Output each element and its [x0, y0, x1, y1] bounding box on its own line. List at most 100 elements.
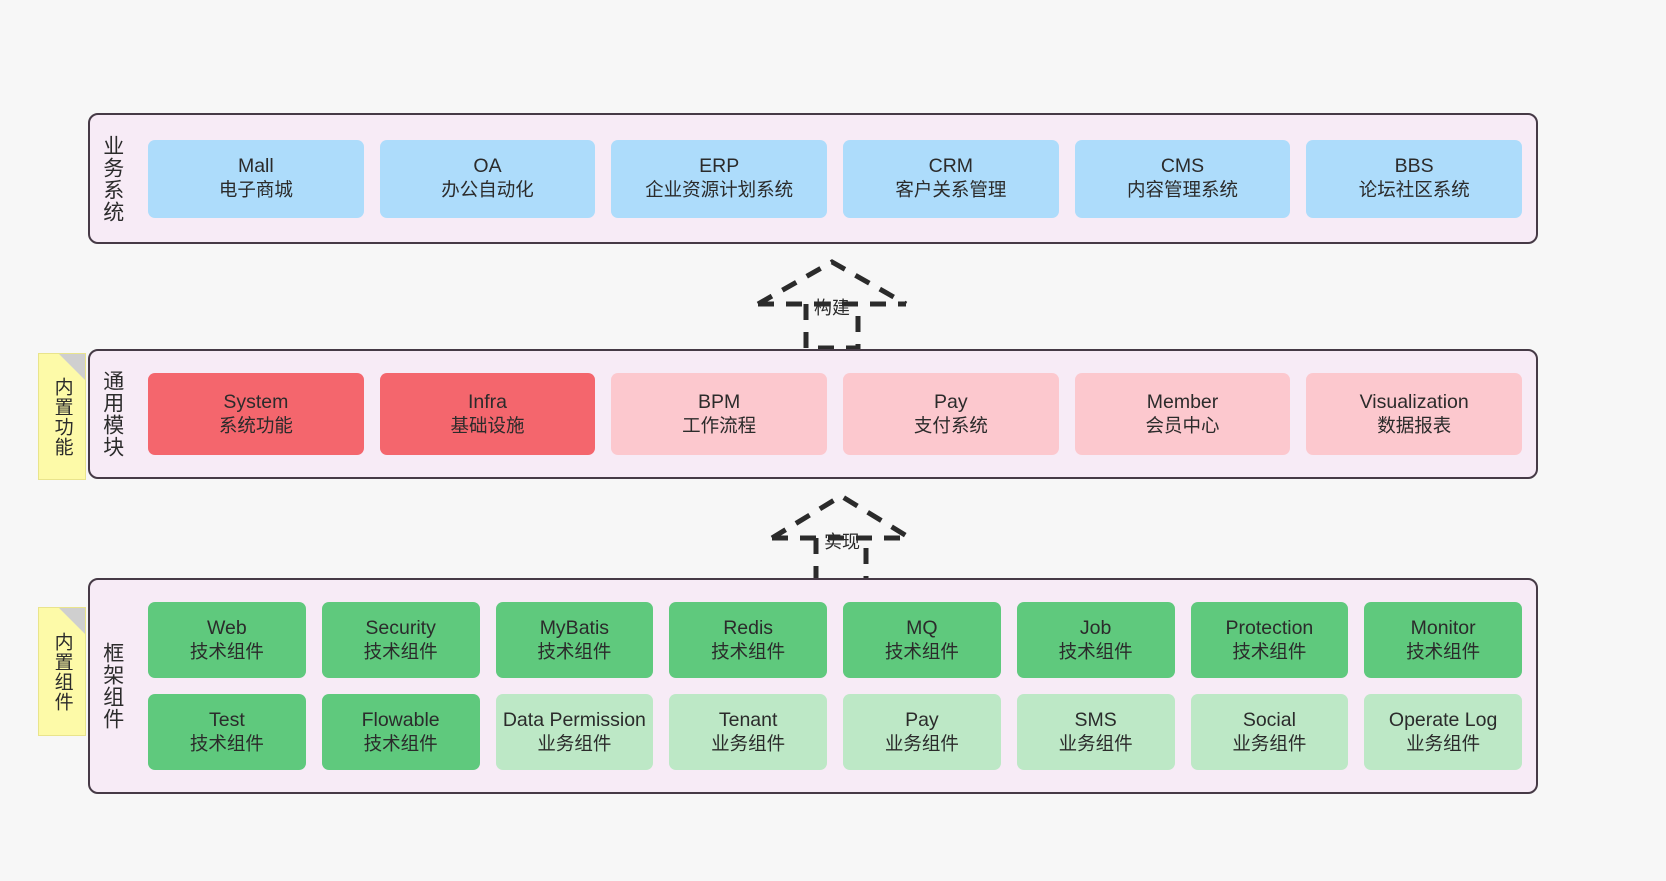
- business-item-bbs[interactable]: BBS 论坛社区系统: [1306, 139, 1523, 218]
- framework-item-monitor[interactable]: Monitor 技术组件: [1364, 602, 1522, 678]
- connector-build-label: 构建: [814, 298, 850, 318]
- framework-tech-row: Web 技术组件 Security 技术组件 MyBatis 技术组件 Redi…: [148, 602, 1522, 678]
- layer-business-systems[interactable]: 业务系统 Mall 电子商城 OA 办公自动化 ERP 企业资源计划系统 CRM…: [88, 113, 1538, 244]
- item-title: Monitor: [1410, 616, 1476, 639]
- item-title: OA: [473, 155, 502, 178]
- layer-framework-components[interactable]: 框架组件 Web 技术组件 Security 技术组件 MyBatis 技术组件…: [88, 578, 1538, 794]
- item-title: ERP: [699, 155, 740, 178]
- business-item-mall[interactable]: Mall 电子商城: [148, 139, 364, 218]
- item-title: BBS: [1394, 155, 1434, 178]
- item-subtitle: 工作流程: [682, 414, 757, 436]
- connector-build-arrow: 构建: [752, 258, 912, 351]
- framework-item-mybatis[interactable]: MyBatis 技术组件: [495, 602, 654, 678]
- framework-item-sms[interactable]: SMS 业务组件: [1016, 694, 1175, 770]
- item-subtitle: 技术组件: [189, 732, 264, 754]
- item-title: MyBatis: [539, 616, 610, 639]
- item-subtitle: 系统功能: [218, 414, 293, 436]
- item-title: System: [223, 390, 289, 413]
- item-title: Mall: [237, 155, 274, 178]
- item-subtitle: 业务组件: [1058, 732, 1133, 754]
- arrow-stem: [803, 304, 861, 351]
- business-item-cms[interactable]: CMS 内容管理系统: [1074, 139, 1291, 218]
- module-item-system[interactable]: System 系统功能: [148, 373, 364, 455]
- item-subtitle: 业务组件: [537, 732, 612, 754]
- item-title: Security: [365, 616, 436, 639]
- item-subtitle: 支付系统: [913, 414, 988, 436]
- item-title: Tenant: [718, 708, 778, 731]
- item-title: Pay: [934, 390, 968, 413]
- module-item-visualization[interactable]: Visualization 数据报表: [1306, 373, 1523, 455]
- item-title: Protection: [1225, 616, 1314, 639]
- item-subtitle: 技术组件: [363, 732, 438, 754]
- item-title: Member: [1146, 390, 1219, 413]
- module-item-bpm[interactable]: BPM 工作流程: [611, 373, 828, 455]
- connector-implement-label: 实现: [824, 532, 860, 552]
- sticky-note-label: 内置功能: [51, 376, 73, 457]
- item-subtitle: 客户关系管理: [895, 179, 1007, 201]
- item-title: SMS: [1074, 708, 1117, 731]
- business-items-row: Mall 电子商城 OA 办公自动化 ERP 企业资源计划系统 CRM 客户关系…: [148, 139, 1523, 218]
- item-subtitle: 会员中心: [1145, 414, 1220, 436]
- sticky-note-builtin-components[interactable]: 内置组件: [38, 607, 86, 736]
- layer-business-title: 业务系统: [100, 134, 124, 223]
- framework-item-job[interactable]: Job 技术组件: [1016, 602, 1175, 678]
- layer-common-modules[interactable]: 通用模块 System 系统功能 Infra 基础设施 BPM 工作流程 Pay…: [88, 349, 1538, 479]
- item-subtitle: 论坛社区系统: [1358, 179, 1470, 201]
- framework-item-pay[interactable]: Pay 业务组件: [843, 694, 1001, 770]
- business-item-crm[interactable]: CRM 客户关系管理: [843, 139, 1059, 218]
- framework-item-redis[interactable]: Redis 技术组件: [669, 602, 827, 678]
- layer-module-title: 通用模块: [100, 370, 124, 458]
- item-subtitle: 办公自动化: [441, 179, 534, 201]
- item-title: Test: [208, 708, 245, 731]
- item-subtitle: 内容管理系统: [1127, 179, 1239, 201]
- framework-item-mq[interactable]: MQ 技术组件: [843, 602, 1001, 678]
- item-title: Pay: [905, 708, 939, 731]
- item-subtitle: 业务组件: [711, 732, 786, 754]
- sticky-note-builtin-features[interactable]: 内置功能: [38, 353, 86, 480]
- framework-item-security[interactable]: Security 技术组件: [321, 602, 480, 678]
- item-title: CMS: [1160, 155, 1205, 178]
- item-subtitle: 电子商城: [218, 179, 293, 201]
- item-subtitle: 技术组件: [1232, 640, 1307, 662]
- framework-item-web[interactable]: Web 技术组件: [148, 602, 306, 678]
- sticky-note-label: 内置组件: [51, 631, 73, 712]
- layer-business-body: Mall 电子商城 OA 办公自动化 ERP 企业资源计划系统 CRM 客户关系…: [134, 115, 1536, 242]
- item-subtitle: 技术组件: [189, 640, 264, 662]
- item-subtitle: 技术组件: [1406, 640, 1481, 662]
- framework-item-protection[interactable]: Protection 技术组件: [1190, 602, 1349, 678]
- layer-module-body: System 系统功能 Infra 基础设施 BPM 工作流程 Pay 支付系统…: [134, 351, 1536, 477]
- item-title: Social: [1242, 708, 1296, 731]
- item-title: Flowable: [361, 708, 440, 731]
- framework-item-operate-log[interactable]: Operate Log 业务组件: [1364, 694, 1522, 770]
- item-title: Visualization: [1359, 390, 1469, 413]
- item-subtitle: 技术组件: [884, 640, 959, 662]
- item-title: Infra: [467, 390, 508, 413]
- connector-implement-arrow: 实现: [766, 492, 916, 585]
- framework-item-test[interactable]: Test 技术组件: [148, 694, 306, 770]
- item-title: Web: [207, 616, 247, 639]
- framework-item-tenant[interactable]: Tenant 业务组件: [669, 694, 827, 770]
- item-subtitle: 技术组件: [711, 640, 786, 662]
- item-subtitle: 业务组件: [1406, 732, 1481, 754]
- business-item-oa[interactable]: OA 办公自动化: [379, 139, 596, 218]
- framework-item-data-permission[interactable]: Data Permission 业务组件: [495, 694, 654, 770]
- framework-business-row: Test 技术组件 Flowable 技术组件 Data Permission …: [148, 694, 1522, 770]
- item-subtitle: 技术组件: [363, 640, 438, 662]
- layer-framework-title: 框架组件: [100, 642, 124, 730]
- business-item-erp[interactable]: ERP 企业资源计划系统: [611, 139, 828, 218]
- item-subtitle: 业务组件: [1232, 732, 1307, 754]
- item-title: MQ: [906, 616, 938, 639]
- layer-framework-body: Web 技术组件 Security 技术组件 MyBatis 技术组件 Redi…: [134, 580, 1536, 792]
- item-subtitle: 基础设施: [450, 414, 525, 436]
- item-title: Redis: [723, 616, 774, 639]
- item-title: Job: [1079, 616, 1112, 639]
- item-title: Operate Log: [1388, 708, 1498, 731]
- item-title: Data Permission: [502, 708, 646, 731]
- framework-item-social[interactable]: Social 业务组件: [1190, 694, 1349, 770]
- item-subtitle: 企业资源计划系统: [645, 179, 794, 201]
- module-item-member[interactable]: Member 会员中心: [1074, 373, 1291, 455]
- framework-item-flowable[interactable]: Flowable 技术组件: [321, 694, 480, 770]
- module-item-pay[interactable]: Pay 支付系统: [843, 373, 1059, 455]
- module-item-infra[interactable]: Infra 基础设施: [379, 373, 596, 455]
